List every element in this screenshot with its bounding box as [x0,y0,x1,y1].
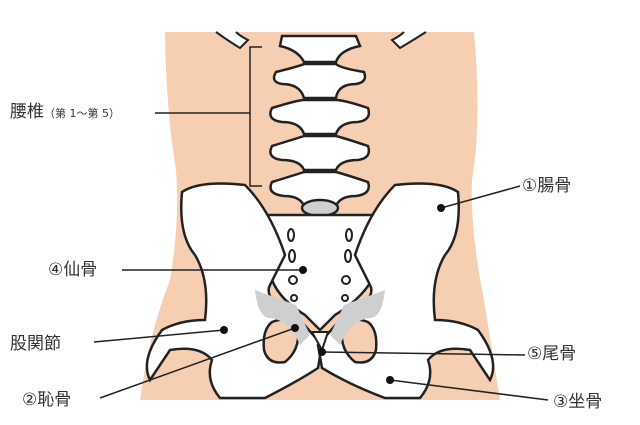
label-pubis: ②恥骨 [22,390,72,410]
label-ischium: ③坐骨 [553,392,603,412]
rib-right [390,31,427,50]
label-ilium: ①腸骨 [522,176,572,196]
lumbar-label-text: 腰椎 [10,102,44,122]
right-shade [330,290,385,345]
sacral-foramina [287,228,353,302]
label-lumbar: 腰椎（第 1〜第 5） [10,104,120,121]
marker-dots [220,204,445,384]
label-coccyx: ⑤尾骨 [527,344,577,364]
label-sacrum: ④仙骨 [48,260,98,280]
rib-left [215,31,250,50]
coccyx-bone [310,331,330,353]
leader-lines [93,46,549,401]
lumbar-range-text: （第 1〜第 5） [44,107,120,120]
label-hip-joint: 股関節 [10,334,61,354]
lumbar-vertebrae [269,34,371,218]
